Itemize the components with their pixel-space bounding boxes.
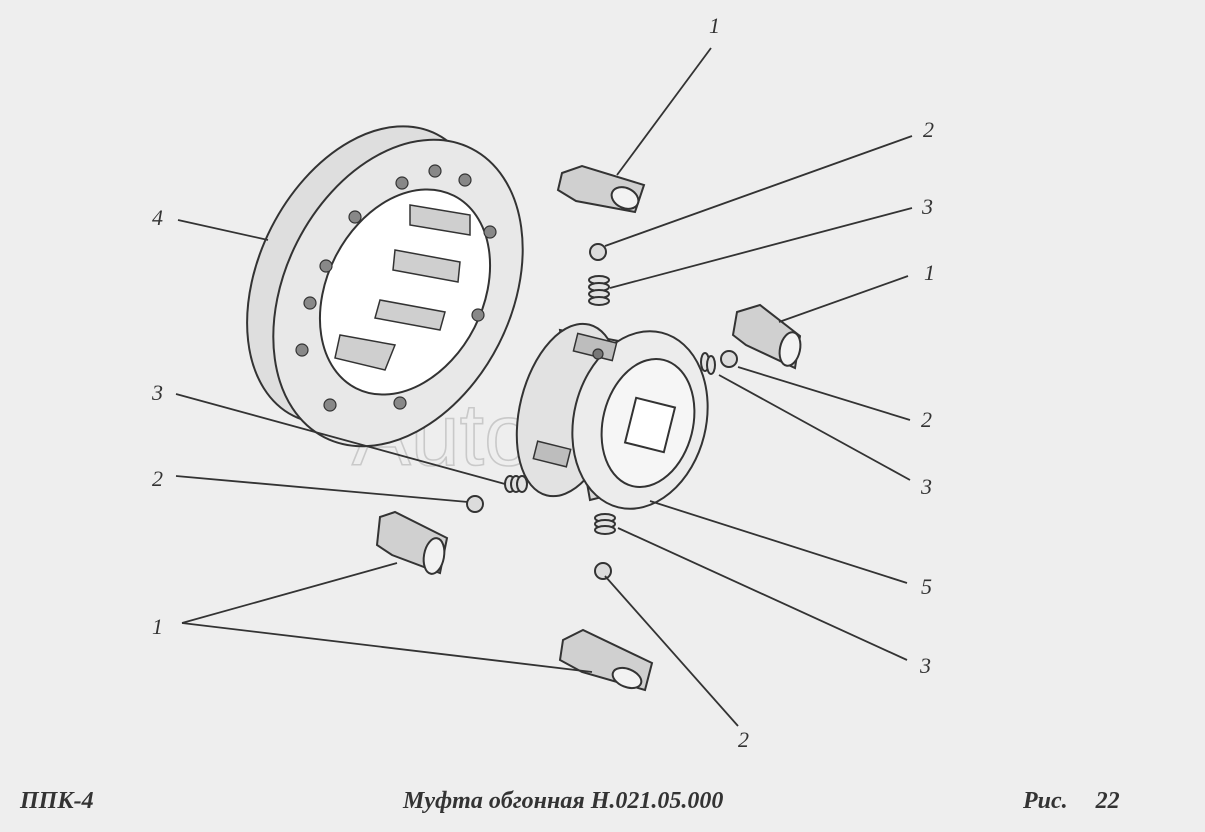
figure-reference: Рис. 22 xyxy=(1023,788,1120,815)
callout-3-right: 3 xyxy=(920,474,932,499)
callout-3-top: 3 xyxy=(921,194,933,219)
callout-1-top: 1 xyxy=(709,13,720,38)
callout-3-bottom: 3 xyxy=(919,653,931,678)
ball-bottom xyxy=(594,562,612,580)
balls-part-2 xyxy=(466,243,738,580)
callout-2-left: 2 xyxy=(152,466,163,491)
ball-right xyxy=(720,350,738,368)
spring-right xyxy=(700,352,716,375)
spring-left xyxy=(504,475,528,493)
callout-2-bottom: 2 xyxy=(738,727,749,752)
outer-ring-part-4 xyxy=(246,125,524,448)
roller-part-1-left xyxy=(375,510,449,575)
figure-number: 22 xyxy=(1095,788,1120,814)
figure-title: Муфта обгонная Н.021.05.000 xyxy=(403,788,724,814)
spring-bottom xyxy=(594,513,616,535)
roller-part-1-top xyxy=(556,164,646,214)
callout-3-left: 3 xyxy=(151,380,163,405)
callout-1-bottom: 1 xyxy=(152,614,163,639)
roller-part-1-right xyxy=(731,303,802,370)
callout-4: 4 xyxy=(152,205,163,230)
callout-2-top: 2 xyxy=(923,117,934,142)
callout-5: 5 xyxy=(921,574,932,599)
ball-top xyxy=(589,243,607,261)
leader-lines xyxy=(175,47,913,727)
model-code: ППК-4 xyxy=(20,788,94,814)
callout-1-right: 1 xyxy=(924,260,935,285)
spring-top xyxy=(588,275,610,306)
callout-2-right: 2 xyxy=(921,407,932,432)
roller-part-1-bottom xyxy=(558,628,654,692)
figure-label: Рис. xyxy=(1023,788,1068,814)
springs-part-3 xyxy=(504,275,716,535)
ball-left xyxy=(466,495,484,513)
inner-hub-part-5 xyxy=(515,322,709,510)
